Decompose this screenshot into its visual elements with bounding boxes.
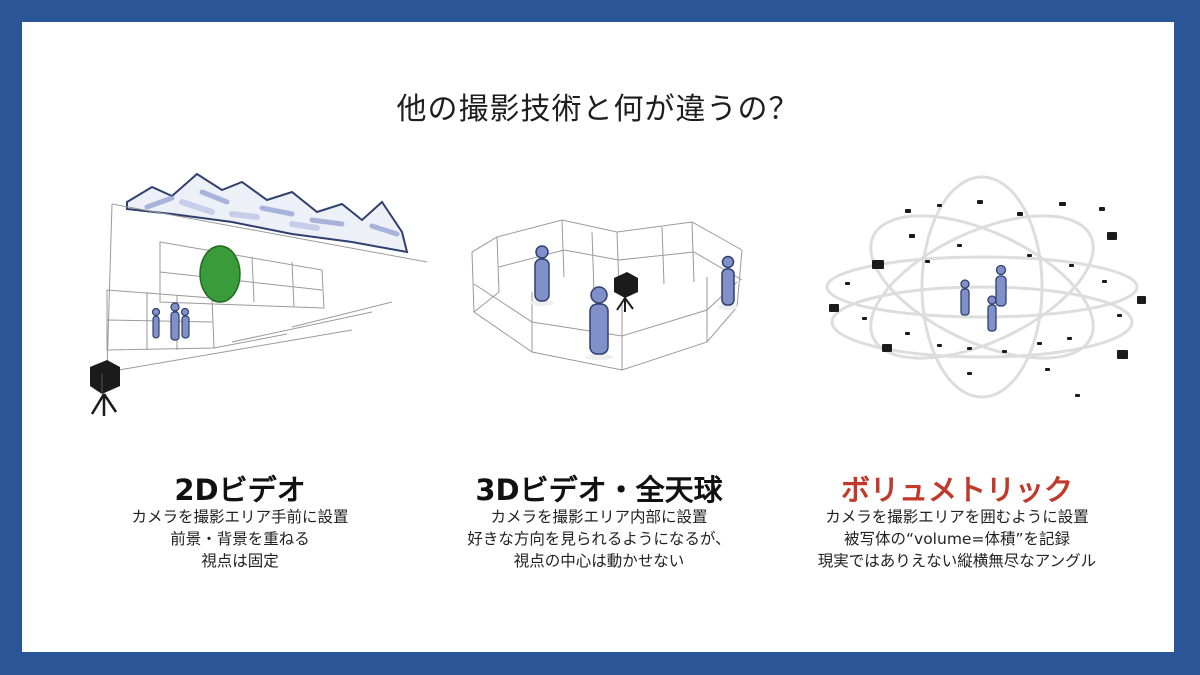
description-line: 前景・背景を重ねる xyxy=(170,530,310,548)
description-line: 被写体の“volume=体積”を記録 xyxy=(844,530,1070,548)
camera-icon xyxy=(829,200,1146,397)
heading-volumetric: ボリュメトリック xyxy=(840,473,1073,507)
slide-title: 他の撮影技術と何が違うの？ xyxy=(396,92,800,127)
slide: 他の撮影技術と何が違うの？ xyxy=(22,22,1174,652)
camera-icon xyxy=(90,360,120,416)
people-icon xyxy=(960,264,1007,332)
description-line: 好きな方向を見られるようになるが、 xyxy=(467,530,731,548)
illustration-3d-video xyxy=(471,219,743,371)
description-line: カメラを撮影エリア手前に設置 xyxy=(131,508,349,526)
description-line: カメラを撮影エリアを囲むように設置 xyxy=(825,508,1089,526)
description-line: カメラを撮影エリア内部に設置 xyxy=(490,508,708,526)
people-icon xyxy=(530,245,738,360)
heading-2d-video: 2Dビデオ xyxy=(174,473,306,507)
description-2d-video: カメラを撮影エリア手前に設置 前景・背景を重ねる 視点は固定 xyxy=(20,506,460,572)
heading-3d-video: 3Dビデオ・全天球 xyxy=(475,473,723,507)
orbit-rings-icon xyxy=(825,175,1139,399)
people-icon xyxy=(151,302,190,341)
description-volumetric: カメラを撮影エリアを囲むように設置 被写体の“volume=体積”を記録 現実で… xyxy=(737,506,1177,572)
description-line: 視点は固定 xyxy=(201,552,279,570)
description-line: 視点の中心は動かせない xyxy=(513,552,685,570)
description-line: 現実ではありえない縦横無尽なアングル xyxy=(817,552,1097,570)
tree-icon xyxy=(199,245,241,303)
description-3d-video: カメラを撮影エリア内部に設置 好きな方向を見られるようになるが、 視点の中心は動… xyxy=(379,506,819,572)
camera-icon xyxy=(614,272,638,312)
mountains-icon xyxy=(126,172,409,254)
illustration-2d-video xyxy=(90,172,428,416)
octagon-screens-icon xyxy=(471,219,743,371)
illustration-volumetric xyxy=(825,175,1146,399)
